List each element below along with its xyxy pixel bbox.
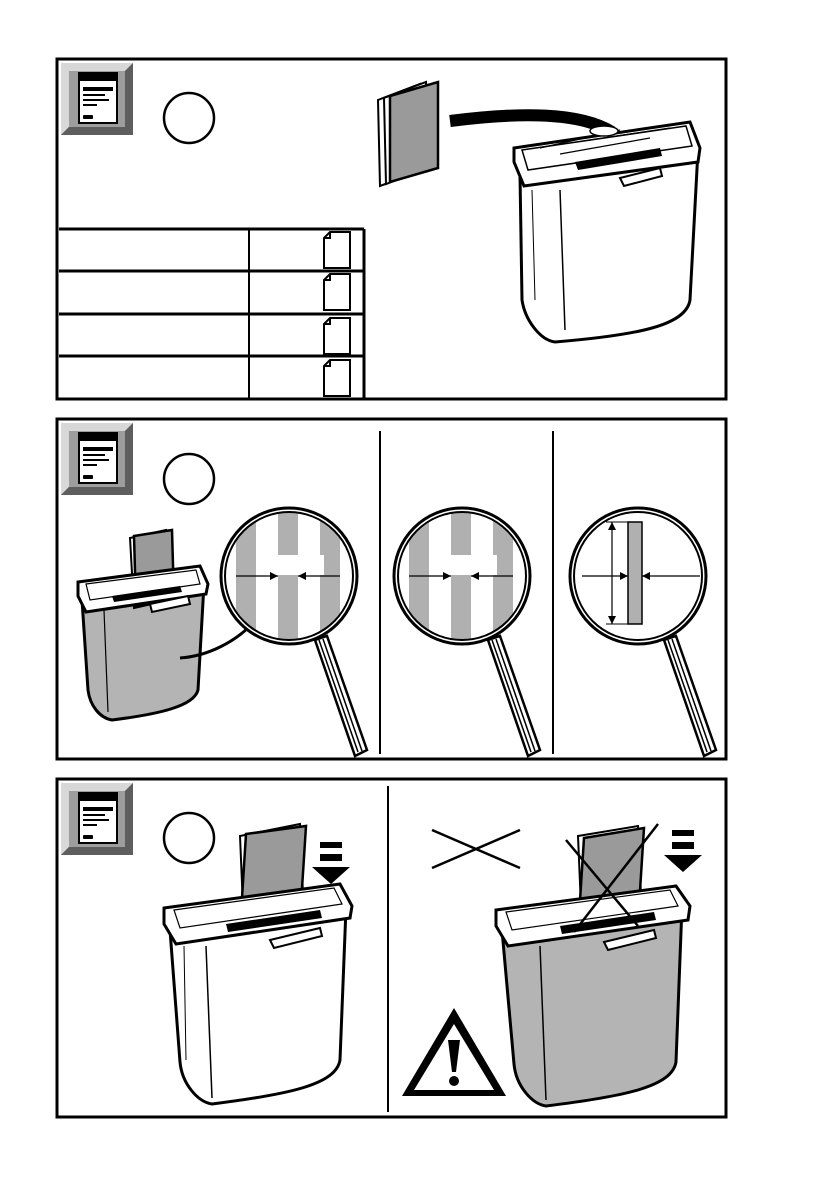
paper-sheet-icon bbox=[324, 318, 350, 354]
panel-bin-full bbox=[57, 779, 726, 1117]
paper-sheet-icon bbox=[324, 274, 350, 310]
paper-sheet-icon bbox=[324, 232, 350, 268]
table-row bbox=[324, 318, 350, 354]
step-circle-1 bbox=[164, 93, 214, 143]
manual-book-icon bbox=[61, 423, 133, 495]
manual-book-icon bbox=[61, 63, 133, 135]
table-row bbox=[324, 274, 350, 310]
panel-capacity bbox=[57, 59, 726, 399]
shredder-icon bbox=[514, 122, 700, 342]
paper-sheet-icon bbox=[324, 360, 350, 396]
panel-cut-types bbox=[57, 419, 726, 759]
paper-stack-icon bbox=[378, 82, 438, 186]
table-row bbox=[324, 360, 350, 396]
table-row bbox=[324, 232, 350, 268]
manual-book-icon bbox=[61, 783, 133, 855]
step-circle-3 bbox=[164, 813, 214, 863]
step-circle-2 bbox=[164, 454, 214, 504]
